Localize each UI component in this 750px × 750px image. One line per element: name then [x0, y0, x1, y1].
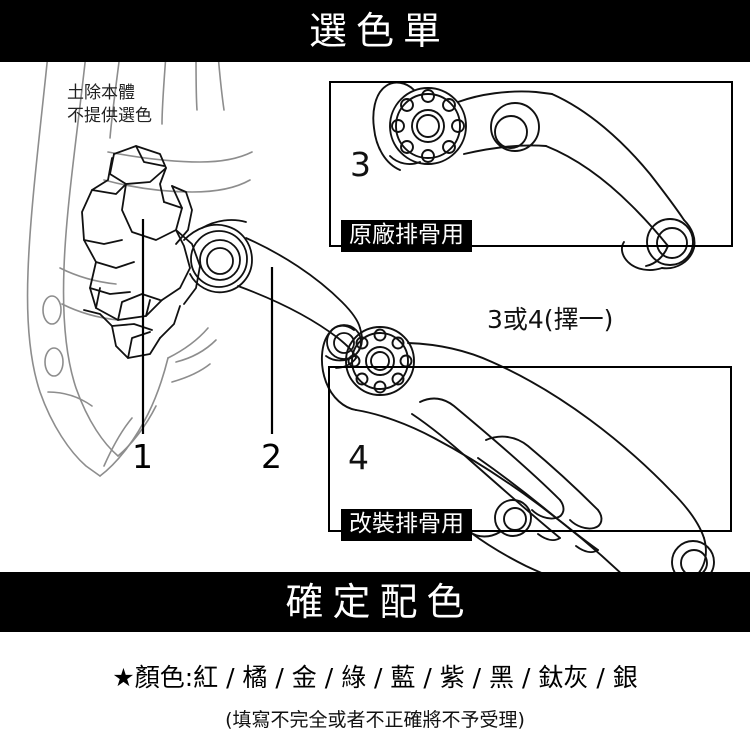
leader-lines — [141, 219, 274, 434]
star-icon: ★ — [112, 663, 135, 692]
leader-number-2: 2 — [261, 437, 282, 476]
disclaimer-text: (填寫不完全或者不正確將不予受理) — [225, 709, 525, 731]
product-box-modified[interactable] — [328, 366, 732, 532]
mount-bracket-icon — [81, 145, 201, 359]
top-banner: 選色單 — [0, 0, 750, 62]
product-tag-oem: 原廠排骨用 — [341, 220, 472, 253]
bottom-banner-title: 確定配色 — [285, 580, 474, 624]
leader-number-1: 1 — [132, 437, 153, 476]
oem-linkage-drawing — [372, 81, 696, 271]
fender-body-icon — [26, 62, 253, 477]
fender-note: 土除本體 不提供選色 — [67, 82, 152, 128]
modified-linkage-drawing — [321, 324, 715, 572]
color-options: 紅 / 橘 / 金 / 綠 / 藍 / 紫 / 黑 / 鈦灰 / 銀 — [193, 663, 638, 692]
product-box-oem[interactable] — [329, 81, 733, 247]
fender-note-line-1: 土除本體 — [67, 83, 135, 103]
product-number-4: 4 — [348, 438, 369, 477]
color-options-line: ★顏色:紅 / 橘 / 金 / 綠 / 藍 / 紫 / 黑 / 鈦灰 / 銀 — [0, 658, 750, 694]
top-banner-title: 選色單 — [308, 9, 450, 53]
choice-note: 3或4(擇一) — [487, 305, 614, 334]
technical-line-drawing — [26, 62, 715, 572]
color-label: 顏色: — [134, 663, 194, 692]
bottom-banner: 確定配色 — [0, 572, 750, 632]
fender-note-line-2: 不提供選色 — [67, 105, 152, 126]
product-number-3: 3 — [350, 145, 371, 184]
product-tag-modified: 改裝排骨用 — [341, 509, 472, 542]
